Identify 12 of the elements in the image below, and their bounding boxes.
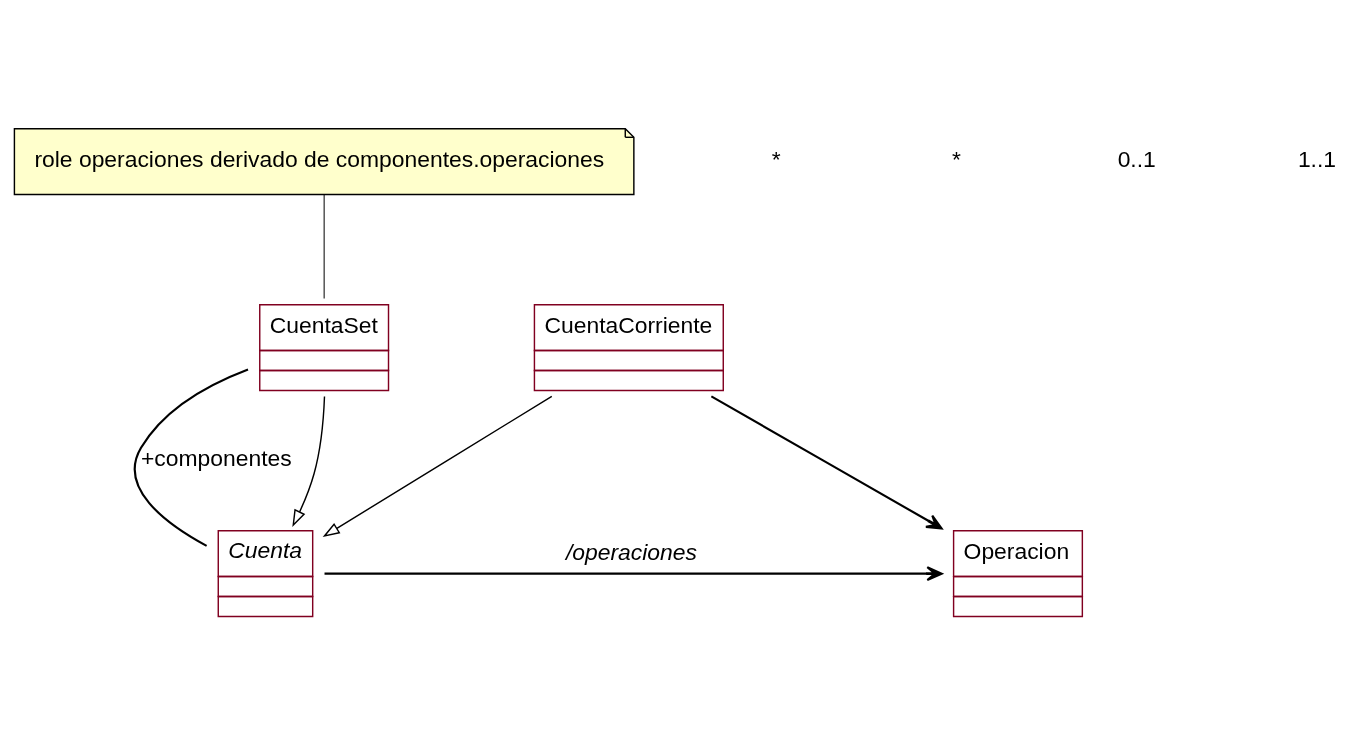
label: 0..1	[1117, 145, 1156, 172]
label: 1..1	[1297, 145, 1337, 172]
connector	[323, 193, 325, 299]
arrow	[324, 565, 943, 581]
connector	[133, 368, 249, 547]
arrow	[292, 395, 326, 527]
label: *	[771, 145, 781, 172]
label: *	[952, 145, 961, 172]
arrow	[710, 394, 943, 529]
arrow	[322, 395, 553, 537]
edge-label: +componentes	[141, 444, 292, 471]
edge-label: /operaciones	[565, 538, 697, 565]
